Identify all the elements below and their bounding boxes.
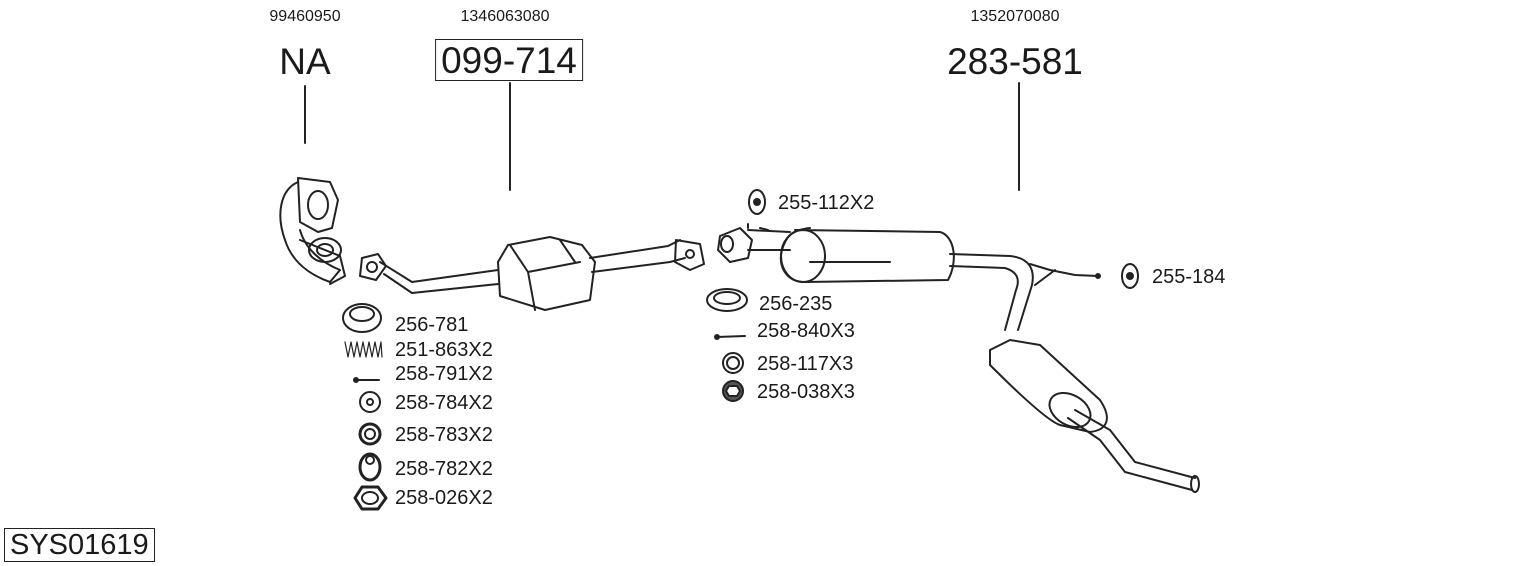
- silencer-drawing: [717, 223, 1200, 493]
- fitting-label: 258-026X2: [395, 487, 493, 509]
- fitting-label: 251-863X2: [395, 339, 493, 361]
- fitting-label: 256-235: [759, 293, 833, 315]
- fitting-label: 256-781: [395, 314, 469, 336]
- gasket-ring-icon: [342, 303, 382, 333]
- fitting-label: 258-782X2: [395, 458, 493, 480]
- oe-number: 99460950: [269, 8, 341, 25]
- fitting-label: 258-784X2: [395, 392, 493, 414]
- rubber-mount-icon: [1121, 263, 1139, 289]
- system-id: SYS01619: [4, 528, 155, 562]
- oe-number: 1346063080: [460, 8, 550, 25]
- part-number: 283-581: [947, 41, 1083, 82]
- part-number: NA: [279, 41, 331, 82]
- part-number: 099-714: [435, 39, 583, 81]
- gasket-ring-icon: [706, 288, 748, 312]
- catalytic-converter-drawing: [359, 236, 705, 311]
- fitting-label: 258-783X2: [395, 424, 493, 446]
- bolt-icon: [353, 377, 380, 383]
- rubber-mount-icon: [748, 189, 766, 215]
- spring-icon: [344, 341, 383, 358]
- flange-nut-icon: [722, 380, 744, 402]
- fitting-label: 255-184: [1152, 266, 1226, 288]
- bolt-icon: [714, 334, 746, 340]
- hex-nut-icon: [353, 485, 388, 511]
- washer-icon: [722, 352, 744, 374]
- spring-washer-icon: [358, 422, 382, 446]
- fitting-label: 258-117X3: [757, 353, 854, 375]
- fitting-label: 255-112X2: [778, 192, 875, 214]
- bush-icon: [358, 452, 382, 482]
- manifold-drawing: [279, 177, 346, 285]
- fitting-label: 258-038X3: [757, 381, 855, 403]
- fitting-label: 258-791X2: [395, 363, 493, 385]
- fitting-label: 258-840X3: [757, 320, 855, 342]
- washer-icon: [359, 391, 381, 413]
- oe-number: 1352070080: [970, 8, 1060, 25]
